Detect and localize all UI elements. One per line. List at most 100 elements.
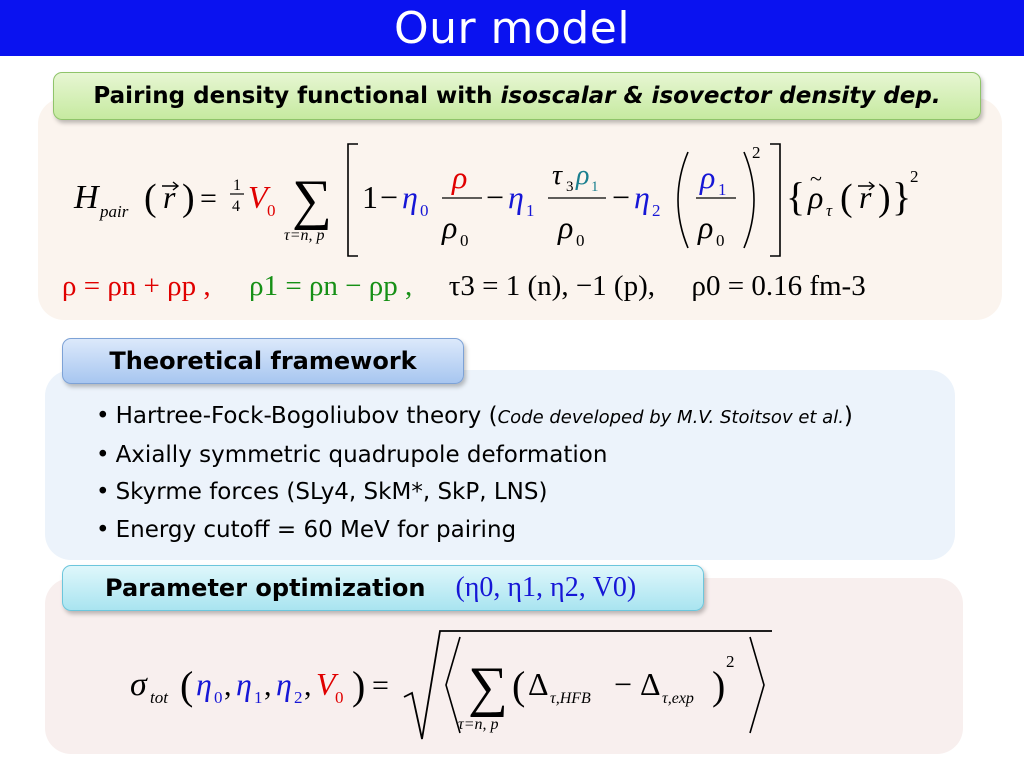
eq1-rho1-num: ρ: [575, 160, 589, 191]
eq1-H-sub: pair: [99, 202, 129, 221]
eq1-rparen-big: [743, 151, 755, 249]
sigma-equation: σ tot ( η 0 , η 1 , η 2 , V 0 ) = ∑ τ=n,…: [120, 625, 820, 745]
eq1-rho-tilde: ρ: [807, 179, 823, 215]
eq1-rho1-num-sub: 1: [591, 179, 599, 195]
eq3-eta0: η: [196, 666, 212, 702]
eq1-rho0-den3-sub: 0: [716, 231, 725, 250]
theoretical-framework-label: Theoretical framework: [62, 338, 464, 384]
eq3-comma-2: ,: [264, 669, 272, 702]
eq3-sigma: σ: [130, 666, 148, 703]
eq3-sqrt: [403, 630, 772, 740]
rho1-definition: ρ1 = ρn − ρp ,: [249, 270, 413, 302]
eq1-lbrace: {: [786, 174, 805, 219]
eq1-H: H: [73, 179, 101, 216]
eq1-minus-3: −: [612, 179, 630, 215]
eq3-eta2-sub: 2: [294, 688, 303, 707]
bullet-note: Code developed by M.V. Stoitsov et al.: [497, 407, 844, 428]
eq1-right-bracket: [770, 143, 781, 257]
eq1-lparen-1: (: [144, 177, 157, 219]
eq3-lparen: (: [180, 663, 193, 708]
eq1-lparen-big: [677, 151, 689, 249]
eq3-V-sub: 0: [335, 688, 344, 707]
parameter-list: (η0, η1, η2, V0): [455, 572, 637, 603]
eq3-left-angle: [445, 636, 461, 734]
eq1-lparen-2: (: [840, 177, 853, 219]
eq3-delta-2-sub: τ,exp: [662, 690, 694, 707]
eq1-rho1-num2-sub: 1: [718, 180, 727, 199]
eq1-left-bracket: [347, 143, 358, 257]
eq3-sum-sign: ∑: [468, 656, 508, 718]
parameter-optimization-label: Parameter optimization (η0, η1, η2, V0): [62, 565, 704, 611]
eq1-vector-arrow: [162, 181, 180, 191]
eq1-sum-sign: ∑: [292, 169, 332, 231]
framework-bullet-list: Hartree-Fock-Bogoliubov theory (Code dev…: [96, 398, 853, 549]
eq3-minus: −: [614, 666, 632, 702]
eq3-sum-index: τ=n, p: [458, 716, 499, 733]
bullet-tail: ): [843, 403, 853, 429]
eq3-comma-1: ,: [224, 669, 232, 702]
eq3-eta1: η: [236, 666, 252, 702]
eq1-V: V: [248, 179, 271, 215]
eq3-lparen-2: (: [512, 663, 525, 708]
list-item: Axially symmetric quadrupole deformation: [96, 437, 853, 475]
eq1-sup2-outer: 2: [910, 167, 919, 186]
eq3-eta1-sub: 1: [254, 688, 263, 707]
eq1-vector-arrow-2: [858, 181, 876, 191]
bullet-text: Energy cutoff = 60 MeV for pairing: [115, 516, 517, 543]
eq1-one: 1: [362, 179, 378, 215]
eq1-minus-1: −: [380, 179, 398, 215]
eq1-tau3-sub: 3: [566, 179, 574, 195]
eq3-eta0-sub: 0: [214, 688, 223, 707]
pairing-label-italic: isoscalar & isovector density dep.: [500, 83, 941, 109]
eq1-rho0-den2-sub: 0: [576, 231, 585, 250]
eq1-eta1-sub: 1: [526, 201, 535, 220]
eq1-quarter-num: 1: [233, 177, 241, 194]
eq1-rho0-den-sub: 0: [460, 231, 469, 250]
eq1-rbrace: }: [892, 174, 911, 219]
list-item: Skyrme forces (SLy4, SkM*, SkP, LNS): [96, 474, 853, 512]
eq1-tau3: τ: [552, 160, 563, 191]
eq1-equals: =: [200, 182, 217, 215]
eq1-quarter-den: 4: [232, 198, 240, 215]
eq1-sup2-inner: 2: [752, 143, 761, 162]
eq1-rparen-2: ): [878, 177, 891, 219]
bullet-text: Axially symmetric quadrupole deformation: [115, 441, 608, 468]
rho-definition: ρ = ρn + ρp ,: [62, 270, 211, 302]
eq1-r: r: [163, 179, 176, 215]
tau3-definition: τ3 = 1 (n), −1 (p),: [448, 270, 655, 302]
parameter-optimization-text: Parameter optimization: [105, 574, 426, 602]
pairing-equation: H pair ( r ) = 1 4 V 0 ∑ τ=n, p 1 − η 0 …: [60, 138, 990, 268]
eq1-minus-2: −: [486, 179, 504, 215]
eq1-rho0-den3: ρ: [697, 209, 713, 245]
eq1-tau-sub: τ: [826, 201, 833, 220]
eq1-rho-num: ρ: [451, 159, 467, 195]
theoretical-framework-text: Theoretical framework: [109, 347, 417, 375]
eq1-sum-index: τ=n, p: [284, 227, 325, 244]
eq3-sup2: 2: [726, 652, 735, 671]
eq3-right-angle: [749, 636, 765, 734]
eq3-eta2: η: [276, 666, 292, 702]
eq3-delta-1: Δ: [528, 666, 549, 702]
bullet-text: Skyrme forces (SLy4, SkM*, SkP, LNS): [115, 479, 548, 505]
eq1-r-2: r: [859, 179, 872, 215]
eq3-V: V: [316, 666, 339, 702]
density-definitions: ρ = ρn + ρp , ρ1 = ρn − ρp , τ3 = 1 (n),…: [62, 270, 866, 303]
bullet-text: Hartree-Fock-Bogoliubov theory (: [115, 403, 498, 429]
list-item: Hartree-Fock-Bogoliubov theory (Code dev…: [96, 398, 853, 437]
pairing-functional-label: Pairing density functional with isoscala…: [53, 72, 981, 120]
eq1-eta0-sub: 0: [420, 201, 429, 220]
eq3-sigma-sub: tot: [150, 688, 169, 707]
eq1-eta2-sub: 2: [652, 201, 661, 220]
slide-title: Our model: [393, 2, 631, 54]
eq3-equals: =: [372, 669, 389, 702]
eq1-rho1-num2: ρ: [699, 159, 715, 195]
eq1-tilde-mark: ~: [810, 166, 822, 191]
eq3-rparen-2: ): [712, 663, 725, 708]
list-item: Energy cutoff = 60 MeV for pairing: [96, 512, 853, 550]
eq1-rho0-den: ρ: [441, 209, 457, 245]
title-bar: Our model: [0, 0, 1024, 56]
eq1-eta1: η: [508, 179, 524, 215]
eq3-rparen: ): [352, 663, 365, 708]
eq1-rho0-den2: ρ: [557, 209, 573, 245]
pairing-label-plain: Pairing density functional with: [93, 83, 501, 109]
